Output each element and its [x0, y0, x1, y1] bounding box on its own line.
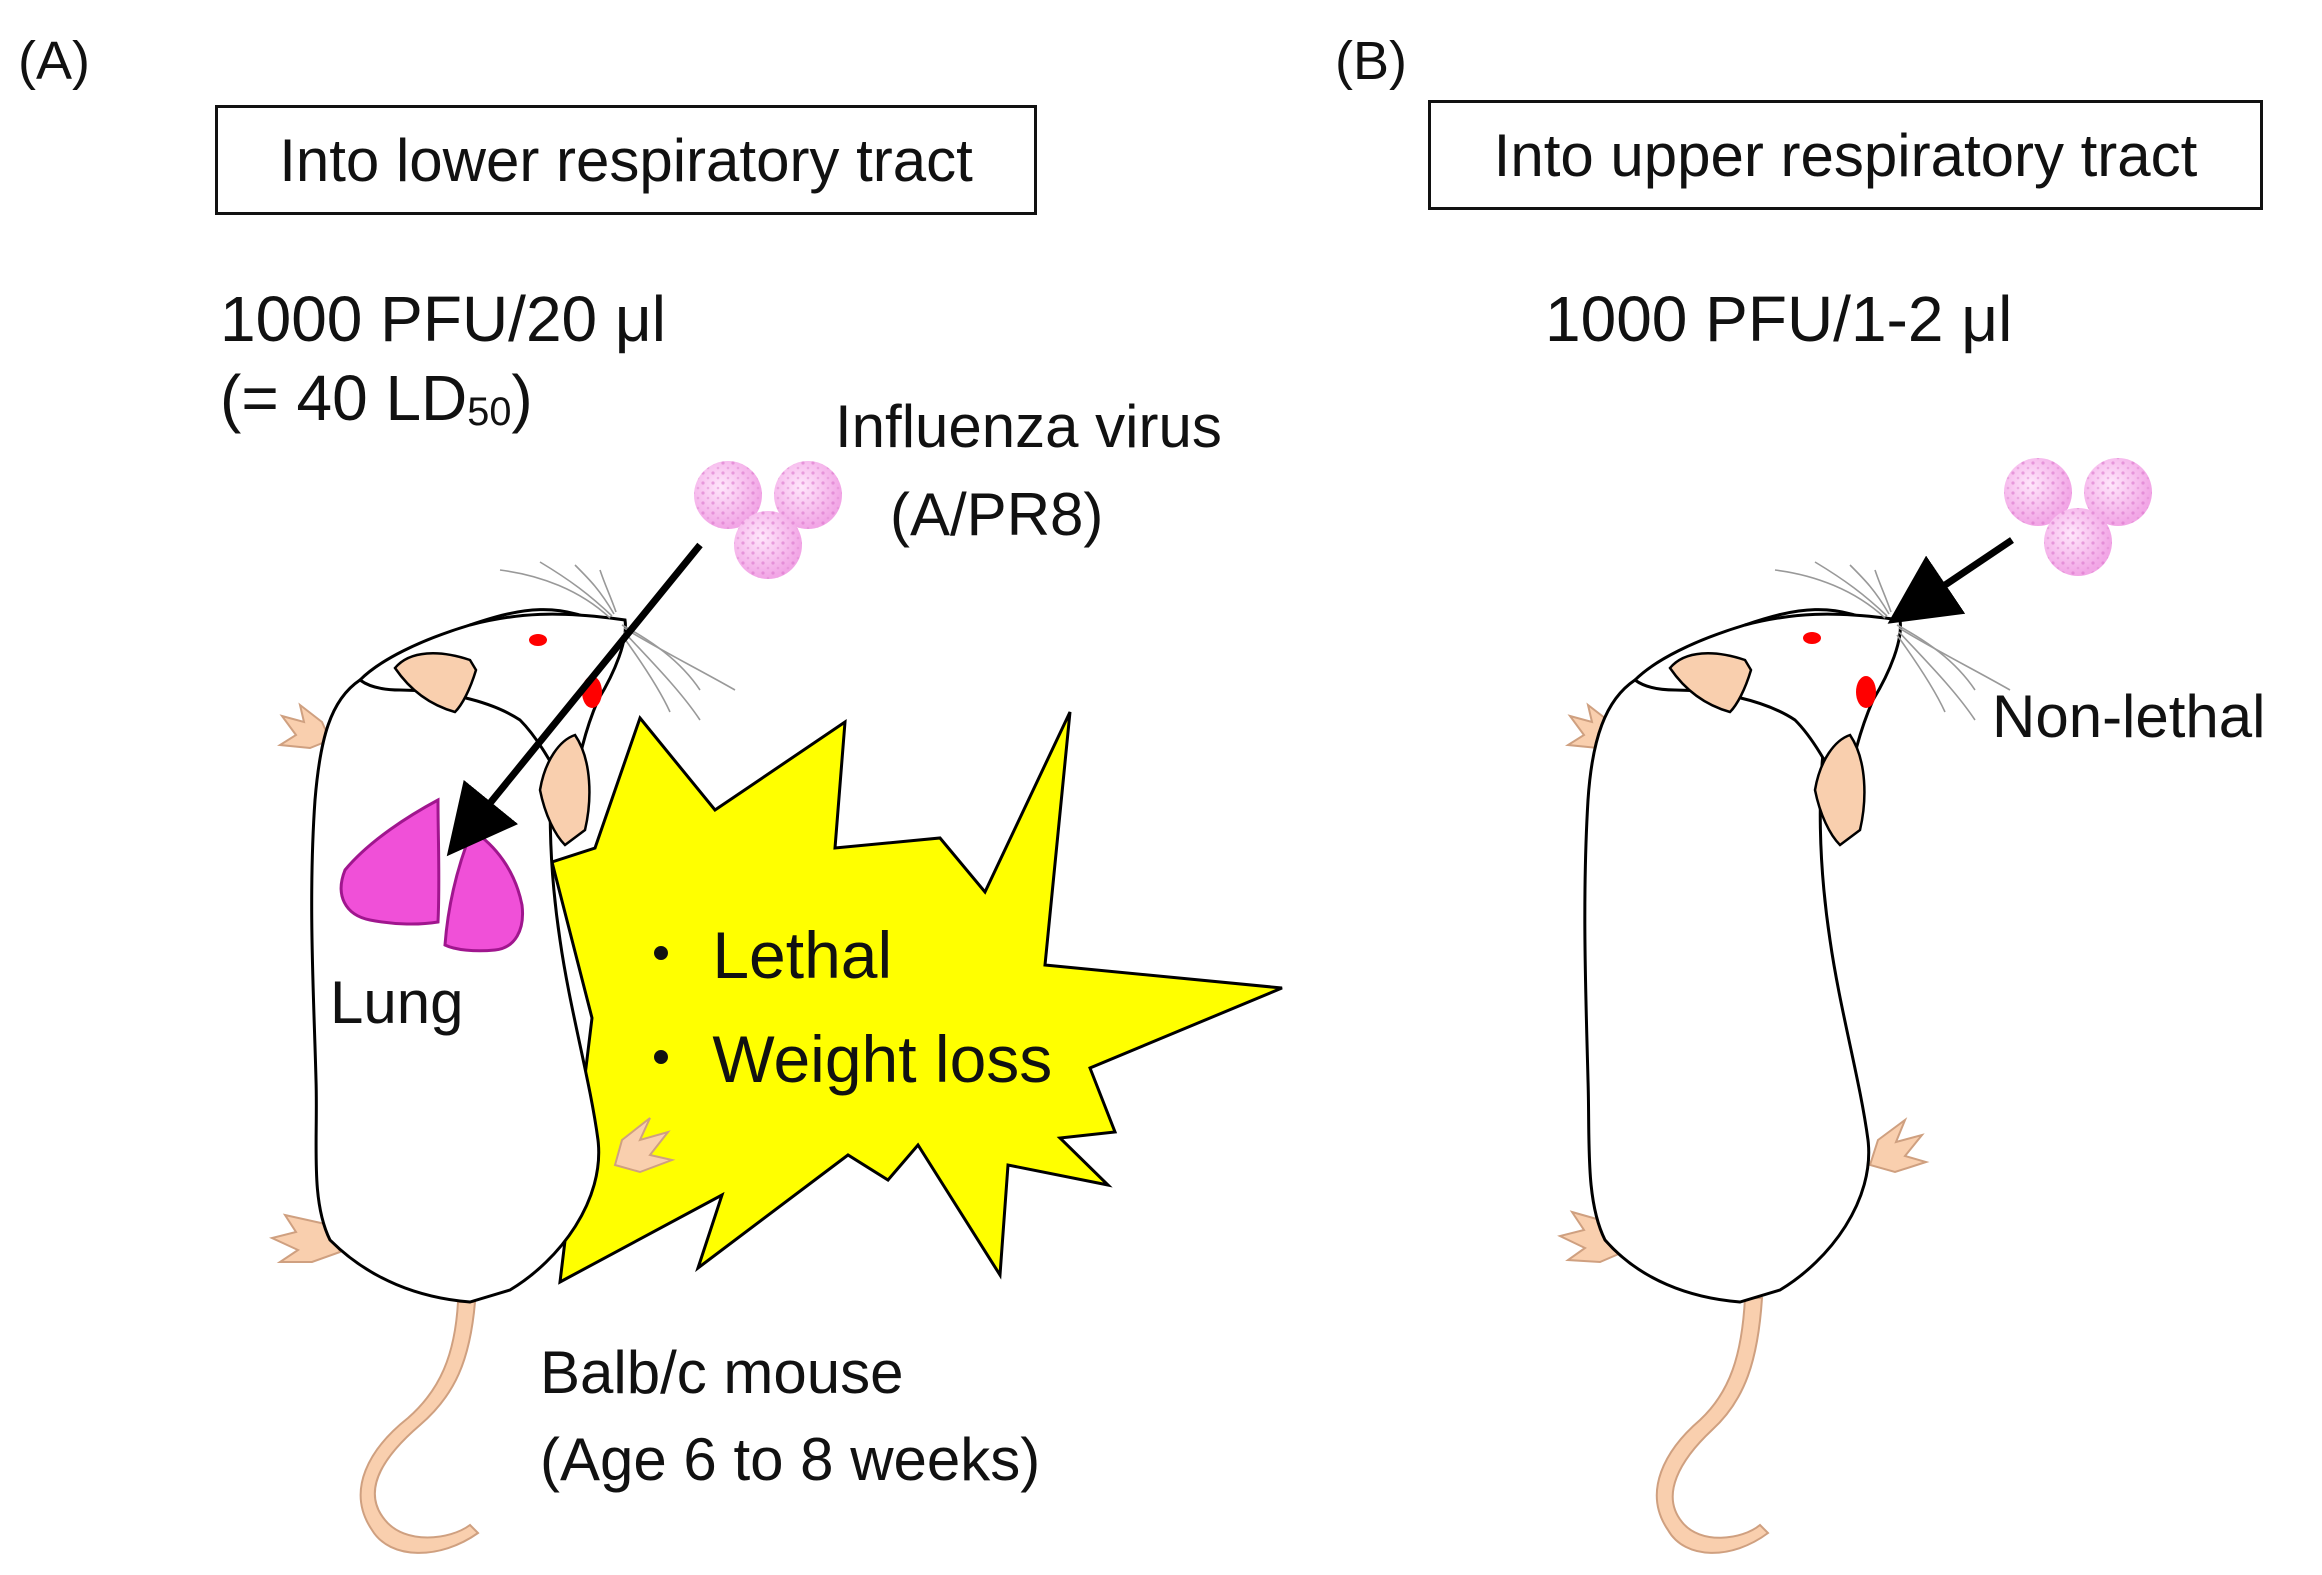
lung-label: Lung: [330, 969, 464, 1036]
panel-b-route-box: Into upper respiratory tract: [1428, 100, 2263, 210]
mouse-tail-a: [359, 1301, 480, 1554]
lung-left-shape: [339, 797, 441, 926]
panel-a-ld50: (= 40 LD50): [220, 362, 533, 436]
effect-text-lethal: Lethal: [712, 918, 893, 992]
mouse-ear-lower-a: [538, 733, 591, 847]
effect-burst-shape: [550, 711, 1283, 1285]
mouse-label-line-2: (Age 6 to 8 weeks): [540, 1426, 1041, 1493]
panel-b-label: (B): [1335, 31, 1407, 91]
panel-a-ld50-prefix: (= 40 LD: [220, 362, 468, 434]
mouse-ear-a: [393, 652, 478, 714]
panel-a-label: (A): [18, 31, 90, 91]
mouse-eye-a-1: [529, 634, 547, 646]
virus-cluster-b: [2004, 458, 2152, 576]
panel-b-outcome: Non-lethal: [1992, 683, 2266, 750]
panel-a-route-text: Into lower respiratory tract: [279, 126, 973, 194]
mouse-ear-lower-b: [1813, 733, 1866, 847]
virus-label-line-1: Influenza virus: [835, 393, 1222, 460]
mouse-hind-paw-right-b: [1868, 1117, 1930, 1174]
mouse-hind-paw-right-a: [613, 1117, 676, 1174]
panel-a-dose: 1000 PFU/20 μl: [220, 283, 666, 355]
effect-item-weight-loss: ・ Weight loss: [628, 1022, 1052, 1098]
virus-arrow-b: [1887, 537, 2014, 624]
effect-item-lethal: ・ Lethal: [628, 918, 892, 994]
panel-b-route-text: Into upper respiratory tract: [1493, 121, 2198, 189]
virus-arrow-a: [446, 542, 703, 857]
mouse-label-line-1: Balb/c mouse: [540, 1339, 904, 1406]
virus-cluster-a: [694, 461, 842, 579]
panel-a-ld50-suffix: ): [511, 362, 533, 434]
lung-right-shape: [443, 827, 525, 953]
effect-bullet: ・: [628, 918, 694, 992]
panel-a-route-box: Into lower respiratory tract: [215, 105, 1037, 215]
mouse-ear-b: [1668, 652, 1753, 714]
panel-b-dose: 1000 PFU/1-2 μl: [1545, 283, 2013, 355]
virus-label-line-2: (A/PR8): [890, 481, 1104, 548]
mouse-eye-b-2: [1856, 676, 1876, 708]
mouse-eye-b-1: [1803, 632, 1821, 644]
mouse-tail-b: [1655, 1297, 1770, 1554]
panel-a-ld50-sub: 50: [467, 389, 512, 434]
mouse-hind-paw-left-a: [269, 1213, 342, 1263]
effect-text-weight-loss: Weight loss: [712, 1022, 1053, 1096]
effect-bullet: ・: [628, 1022, 694, 1096]
